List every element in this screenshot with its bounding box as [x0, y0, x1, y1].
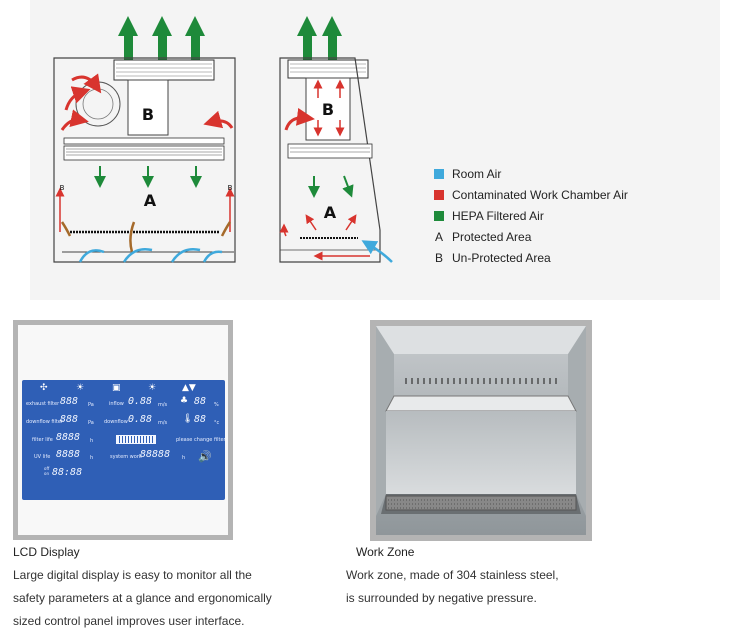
- legend-key: B: [434, 250, 443, 265]
- side-label-a: A: [324, 203, 337, 222]
- lcd-caption-text: Large digital display is easy to monitor…: [13, 564, 272, 633]
- exhaust-filter-label: exhaust filter: [26, 401, 60, 407]
- downflow-speed-value: 0.88: [128, 414, 153, 425]
- thermometer-icon: 🌡: [182, 414, 194, 424]
- front-side-label-b-right: B: [228, 184, 233, 192]
- hepa-air-swatch: [434, 210, 444, 221]
- downflow-filter-unit: Pa: [88, 420, 94, 426]
- uv-light-icon: ☀: [148, 383, 157, 393]
- front-view-cabinet: B A B B: [53, 16, 236, 263]
- caption-line: sized control panel improves user interf…: [13, 614, 245, 628]
- legend-item-room-air: Room Air: [434, 163, 694, 184]
- front-label-b: B: [142, 105, 154, 124]
- system-work-label: system work: [110, 454, 142, 460]
- speaker-icon: 🔊: [198, 450, 212, 463]
- temperature-value: 88: [194, 414, 207, 425]
- filter-life-value: 8888: [56, 432, 81, 443]
- humidity-unit: %: [214, 402, 219, 408]
- downflow-speed-unit: m/s: [158, 420, 168, 426]
- caption-line: is surrounded by negative pressure.: [346, 591, 537, 605]
- legend-item-hepa-air: HEPA Filtered Air: [434, 205, 694, 226]
- caption-line: Work zone, made of 304 stainless steel,: [346, 568, 559, 582]
- inflow-value: 0.88: [128, 396, 153, 407]
- room-air-swatch: [434, 168, 444, 179]
- front-exhaust-arrows: [118, 16, 205, 60]
- front-label-a: A: [144, 191, 157, 210]
- legend-item-contaminated-air: Contaminated Work Chamber Air: [434, 184, 694, 205]
- legend-item-unprotected-area: B Un-Protected Area: [434, 247, 694, 268]
- legend-label: Un-Protected Area: [452, 250, 551, 265]
- lcd-caption-title: LCD Display: [13, 545, 80, 559]
- socket-icon: ▣: [112, 383, 121, 393]
- downflow-filter-value: 888: [60, 414, 79, 425]
- temperature-unit: °c: [214, 420, 220, 426]
- downflow-speed-label: downflow: [104, 419, 128, 425]
- lcd-display-photo: ✣ ☀ ▣ ☀ ▲▼ exhaust filter 888 Pa downflo…: [13, 320, 233, 540]
- work-zone-illustration: [376, 326, 586, 535]
- clock-prefix: off on: [44, 466, 50, 476]
- side-exhaust-arrows: [297, 16, 342, 60]
- filter-level-bar: [116, 435, 156, 444]
- downflow-filter-label: downflow filter: [26, 419, 64, 425]
- inflow-unit: m/s: [158, 402, 168, 408]
- exhaust-filter-unit: Pa: [88, 402, 94, 408]
- front-side-label-b-left: B: [60, 184, 65, 192]
- inflow-label: inflow: [109, 401, 124, 407]
- legend: Room Air Contaminated Work Chamber Air H…: [434, 163, 694, 268]
- uv-life-value: 8888: [56, 449, 81, 460]
- system-work-unit: h: [182, 455, 186, 461]
- caption-line: safety parameters at a glance and ergono…: [13, 591, 272, 605]
- change-filter-warning: please change filter: [176, 437, 226, 443]
- up-down-arrows-icon: ▲▼: [182, 383, 196, 393]
- side-label-b: B: [322, 100, 334, 119]
- fan-icon: ✣: [40, 383, 48, 393]
- humidity-value: 88: [194, 396, 207, 407]
- filter-life-unit: h: [90, 438, 94, 444]
- uv-life-unit: h: [90, 455, 94, 461]
- work-zone-caption-text: Work zone, made of 304 stainless steel, …: [346, 564, 559, 610]
- caption-line: Large digital display is easy to monitor…: [13, 568, 252, 582]
- legend-label: Room Air: [452, 166, 502, 181]
- side-view-cabinet: B A: [279, 16, 393, 263]
- humidity-icon: ♣: [180, 396, 189, 406]
- light-icon: ☀: [76, 383, 85, 393]
- work-zone-photo: [370, 320, 592, 541]
- lcd-photo-background: ✣ ☀ ▣ ☀ ▲▼ exhaust filter 888 Pa downflo…: [18, 325, 228, 535]
- legend-key: A: [434, 229, 443, 244]
- airflow-diagram: B A B B: [53, 16, 393, 263]
- lcd-panel: ✣ ☀ ▣ ☀ ▲▼ exhaust filter 888 Pa downflo…: [22, 380, 226, 500]
- system-work-value: 88888: [140, 449, 171, 460]
- contaminated-air-swatch: [434, 189, 444, 200]
- work-zone-interior: [376, 326, 586, 535]
- filter-life-label: filter life: [32, 437, 53, 443]
- legend-item-protected-area: A Protected Area: [434, 226, 694, 247]
- uv-life-label: UV life: [34, 454, 51, 460]
- work-zone-caption-title: Work Zone: [356, 545, 415, 559]
- exhaust-filter-value: 888: [60, 396, 79, 407]
- clock-value: 88:88: [52, 467, 83, 478]
- legend-label: HEPA Filtered Air: [452, 208, 544, 223]
- legend-label: Contaminated Work Chamber Air: [452, 187, 628, 202]
- legend-label: Protected Area: [452, 229, 532, 244]
